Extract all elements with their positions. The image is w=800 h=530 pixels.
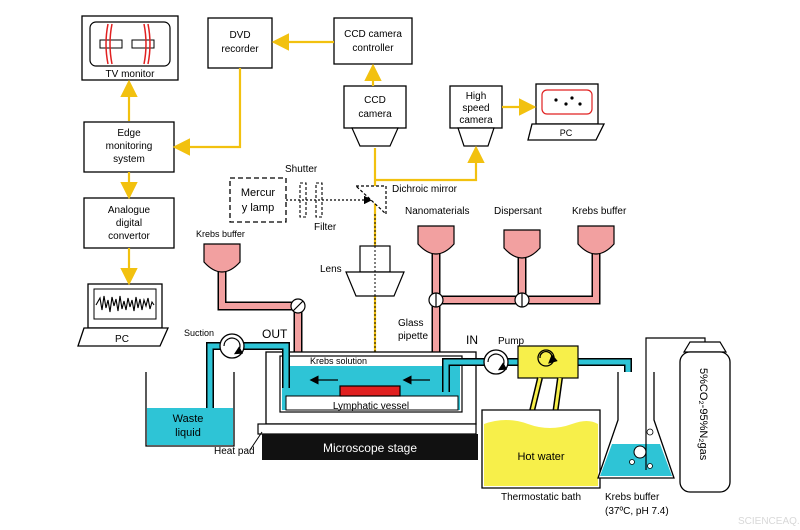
svg-text:system: system (113, 154, 145, 165)
waste-liquid-beaker: Waste liquid (145, 372, 235, 447)
krebs-solution-label: Krebs solution (310, 356, 367, 366)
gas-label: 5%CO₂-95%N₂gas (697, 368, 709, 461)
dvd-recorder: DVD recorder (207, 17, 273, 69)
dvd-recorder-label-2: recorder (221, 44, 259, 55)
pc-left-laptop: PC (77, 283, 170, 347)
lens: Lens (320, 245, 405, 297)
krebs-buffer-top-label: Krebs buffer (572, 206, 627, 217)
svg-text:monitoring: monitoring (106, 141, 153, 152)
tv-monitor: TV monitor (81, 15, 179, 81)
edge-monitoring-system: Edge monitoring system (83, 121, 175, 173)
krebs-buffer-top-reservoir: Krebs buffer (572, 206, 627, 255)
in-label: IN (466, 333, 478, 347)
dvd-recorder-label-1: DVD (229, 30, 250, 41)
suction-pump: Suction OUT (184, 327, 288, 359)
analogue-digital-convertor: Analogue digital convertor (83, 197, 175, 249)
nanomaterials-label: Nanomaterials (405, 206, 469, 217)
glass-pipette-label-1: Glass (398, 318, 424, 329)
thermostatic-bath-label: Thermostatic bath (501, 492, 581, 503)
shutter-label: Shutter (285, 164, 318, 175)
nanomaterials-reservoir: Nanomaterials (405, 206, 469, 255)
krebs-buffer-left-reservoir: Krebs buffer (196, 229, 245, 273)
pc-left-label: PC (115, 334, 129, 345)
pump-label: Pump (498, 336, 525, 347)
krebs-buffer-bottom-label-1: Krebs buffer (605, 492, 660, 503)
in-pump: IN Pump Glass pipette (398, 318, 525, 375)
microscope-stage: Microscope stage Heat pad (214, 423, 478, 460)
ccd-controller-label-1: CCD camera (344, 29, 402, 40)
pc-top-label: PC (560, 128, 573, 138)
svg-text:Edge: Edge (117, 128, 141, 139)
svg-text:camera: camera (358, 109, 392, 120)
svg-text:digital: digital (116, 218, 142, 229)
mercury-lamp: Mercur y lamp (229, 177, 287, 223)
high-speed-camera: High speed camera (449, 85, 503, 147)
hot-water-label: Hot water (517, 451, 564, 463)
suction-label: Suction (184, 328, 214, 338)
microscope-stage-label: Microscope stage (323, 441, 417, 455)
krebs-buffer-left-label: Krebs buffer (196, 229, 245, 239)
krebs-buffer-flask: Krebs buffer (37ºC, pH 7.4) (597, 372, 675, 517)
svg-text:High: High (466, 91, 487, 102)
watermark: SCIENCEAQ.COM (738, 516, 800, 527)
glass-pipette-label-2: pipette (398, 331, 428, 342)
ccd-camera-controller: CCD camera controller (333, 17, 413, 65)
svg-text:camera: camera (459, 115, 493, 126)
heat-pad-label: Heat pad (214, 446, 255, 457)
svg-text:speed: speed (462, 103, 489, 114)
tv-monitor-label: TV monitor (106, 69, 156, 80)
shutter: Shutter Filter (285, 164, 337, 233)
out-label: OUT (262, 327, 288, 341)
filter-label: Filter (314, 222, 337, 233)
lymphatic-vessel-label: Lymphatic vessel (333, 401, 409, 412)
svg-text:convertor: convertor (108, 231, 150, 242)
svg-text:Analogue: Analogue (108, 205, 151, 216)
krebs-buffer-bottom-label-2: (37ºC, pH 7.4) (605, 506, 669, 517)
pc-top-laptop: PC (527, 83, 606, 141)
gas-cylinder: 5%CO₂-95%N₂gas (679, 341, 731, 493)
organ-bath: Krebs solution Lymphatic vessel (265, 351, 477, 425)
waste-liquid-label-1: Waste (173, 413, 204, 425)
dispersant-label: Dispersant (494, 206, 542, 217)
lens-label: Lens (320, 264, 342, 275)
dispersant-reservoir: Dispersant (494, 206, 542, 259)
dichroic-mirror-label: Dichroic mirror (392, 184, 458, 195)
waste-liquid-label-2: liquid (175, 427, 201, 439)
ccd-controller-label-2: controller (352, 43, 394, 54)
valves (290, 292, 530, 314)
ccd-camera: CCD camera (343, 85, 407, 147)
dichroic-mirror: Dichroic mirror (354, 184, 458, 216)
mercury-lamp-label-1: Mercur (241, 187, 276, 199)
svg-text:CCD: CCD (364, 95, 386, 106)
mercury-lamp-label-2: y lamp (242, 202, 274, 214)
thermostatic-bath: Hot water Thermostatic bath (481, 345, 601, 503)
